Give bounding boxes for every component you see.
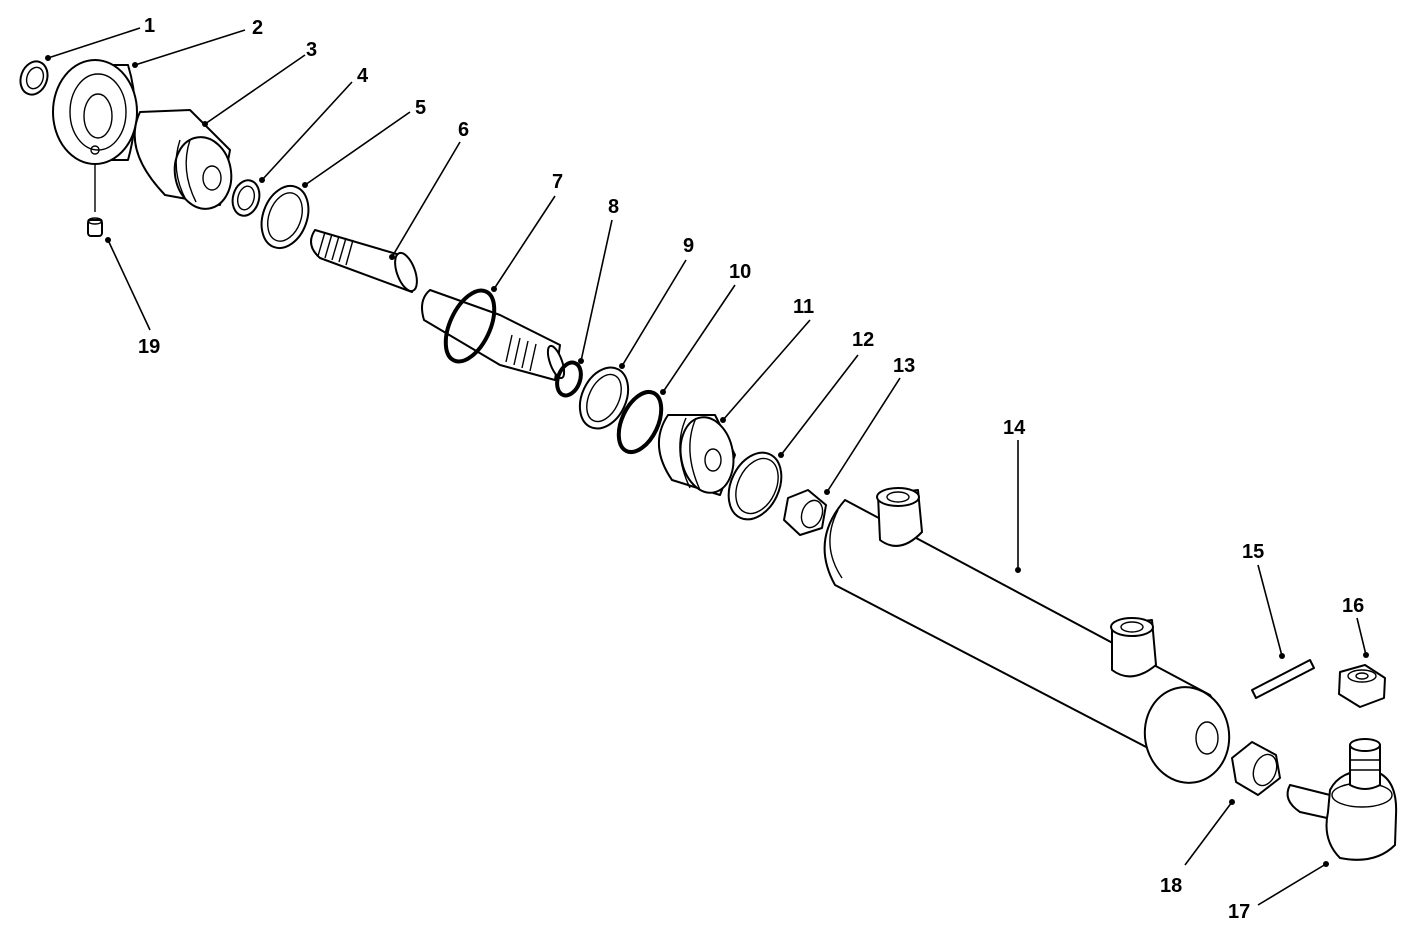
leader-2: [134, 29, 246, 66]
leader-lines: [45, 27, 1369, 906]
leader-15: [1257, 564, 1283, 657]
leader-dot-18: [1229, 799, 1235, 805]
leader-dot-11: [720, 417, 726, 423]
leader-19: [107, 239, 151, 331]
part-1-wiper-ring: [19, 60, 49, 96]
callout-19: 19: [138, 336, 160, 358]
leader-4: [261, 81, 353, 181]
callout-labels: 1 2 3 4 5 6 7 8 9 10 11 12 13 14 15 16 1…: [138, 15, 1364, 923]
part-11-piston: [657, 414, 736, 496]
leader-dot-10: [660, 389, 666, 395]
callout-14: 14: [1003, 417, 1026, 439]
leader-11: [722, 319, 811, 421]
leader-6: [391, 141, 461, 258]
part-9-backup-ring: [578, 366, 630, 430]
leader-dot-12: [778, 452, 784, 458]
part-14-cylinder-barrel: [823, 487, 1231, 784]
part-15-pin: [1251, 659, 1315, 699]
part-16-castle-nut: [1338, 664, 1386, 708]
part-2-gland-cap: [52, 59, 138, 212]
callout-2: 2: [252, 17, 263, 39]
callout-15: 15: [1242, 541, 1264, 563]
leader-dot-16: [1363, 652, 1369, 658]
callout-10: 10: [729, 261, 751, 283]
callout-7: 7: [552, 171, 563, 193]
callout-18: 18: [1160, 875, 1182, 897]
callout-13: 13: [893, 355, 915, 377]
leader-dot-5: [302, 182, 308, 188]
part-6-piston-rod: [310, 229, 418, 293]
part-13-nut: [783, 489, 827, 536]
part-19-set-screw: [87, 217, 103, 237]
leader-dot-3: [202, 121, 208, 127]
leader-1: [47, 27, 141, 59]
callout-6: 6: [458, 119, 469, 141]
leader-dot-8: [578, 358, 584, 364]
leader-dot-17: [1323, 861, 1329, 867]
leader-dot-19: [105, 237, 111, 243]
callout-12: 12: [852, 329, 874, 351]
callout-4: 4: [357, 65, 369, 87]
callout-17: 17: [1228, 901, 1250, 923]
callout-8: 8: [608, 196, 619, 218]
callout-11: 11: [793, 296, 814, 318]
part-17-tie-rod-end: [1286, 738, 1398, 861]
part-5-backup-ring: [260, 185, 310, 249]
callout-9: 9: [683, 235, 694, 257]
leader-5: [304, 111, 411, 186]
part-4-seal: [231, 179, 261, 217]
leader-10: [662, 284, 736, 393]
leader-dot-14: [1015, 567, 1021, 573]
leader-13: [826, 377, 901, 493]
part-10-o-ring: [616, 390, 664, 454]
leader-17: [1257, 863, 1327, 906]
leader-16: [1356, 617, 1367, 656]
leader-12: [780, 354, 859, 456]
part-8-o-ring: [555, 360, 583, 398]
leader-dot-9: [619, 363, 625, 369]
callout-1: 1: [144, 15, 155, 37]
part-3-gland: [133, 109, 233, 210]
part-18-jam-nut: [1231, 741, 1281, 796]
leader-dot-15: [1279, 653, 1285, 659]
leader-dot-13: [824, 489, 830, 495]
part-12-ring: [727, 451, 783, 521]
callout-5: 5: [415, 97, 426, 119]
leader-9: [621, 259, 687, 367]
callout-16: 16: [1342, 595, 1364, 617]
leader-3: [204, 54, 306, 125]
leader-dot-2: [132, 62, 138, 68]
leader-dot-6: [389, 254, 395, 260]
leader-18: [1184, 801, 1233, 866]
leader-dot-1: [45, 55, 51, 61]
leader-7: [493, 195, 556, 290]
leader-dot-7: [491, 286, 497, 292]
leader-dot-4: [259, 177, 265, 183]
leader-8: [580, 219, 613, 362]
callout-3: 3: [306, 39, 317, 61]
part-7-o-ring: [443, 288, 497, 364]
